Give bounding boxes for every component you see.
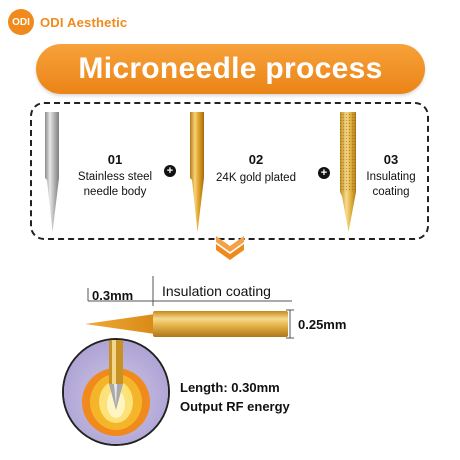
length-info: Length: 0.30mm bbox=[180, 380, 280, 395]
rf-energy-illustration bbox=[62, 338, 170, 446]
step-3-line1: Insulating bbox=[366, 171, 416, 183]
step-3-line2: coating bbox=[372, 186, 410, 198]
steel-needle-illustration bbox=[45, 112, 59, 232]
step-2-line1: 24K gold plated bbox=[216, 172, 296, 184]
gold-needle-illustration bbox=[190, 112, 204, 232]
brand-name: ODI Aesthetic bbox=[40, 14, 128, 30]
step-1-line2: needle body bbox=[83, 186, 147, 198]
insulation-coating-label: Insulation coating bbox=[162, 283, 271, 299]
diameter-bracket bbox=[286, 309, 294, 339]
title-banner: Microneedle process bbox=[36, 44, 425, 94]
step-2-number: 02 bbox=[248, 152, 264, 167]
step-1-number: 01 bbox=[107, 152, 123, 167]
plus-icon: + bbox=[318, 167, 330, 179]
plus-icon: + bbox=[164, 165, 176, 177]
tip-length-label: 0.3mm bbox=[92, 288, 134, 303]
brand-logo: ODI bbox=[8, 9, 34, 35]
diameter-label: 0.25mm bbox=[298, 317, 347, 332]
step-3-number: 03 bbox=[383, 152, 399, 167]
rf-energy-info: Output RF energy bbox=[180, 399, 290, 414]
brand: ODI ODI Aesthetic bbox=[8, 8, 127, 36]
step-1-line1: Stainless steel bbox=[77, 171, 153, 183]
needle-detail-illustration bbox=[85, 311, 288, 337]
page-title: Microneedle process bbox=[78, 52, 383, 85]
dimension-lines bbox=[87, 276, 292, 306]
coated-needle-illustration bbox=[340, 112, 356, 232]
process-box bbox=[30, 102, 429, 240]
down-arrow-icon bbox=[216, 236, 244, 260]
